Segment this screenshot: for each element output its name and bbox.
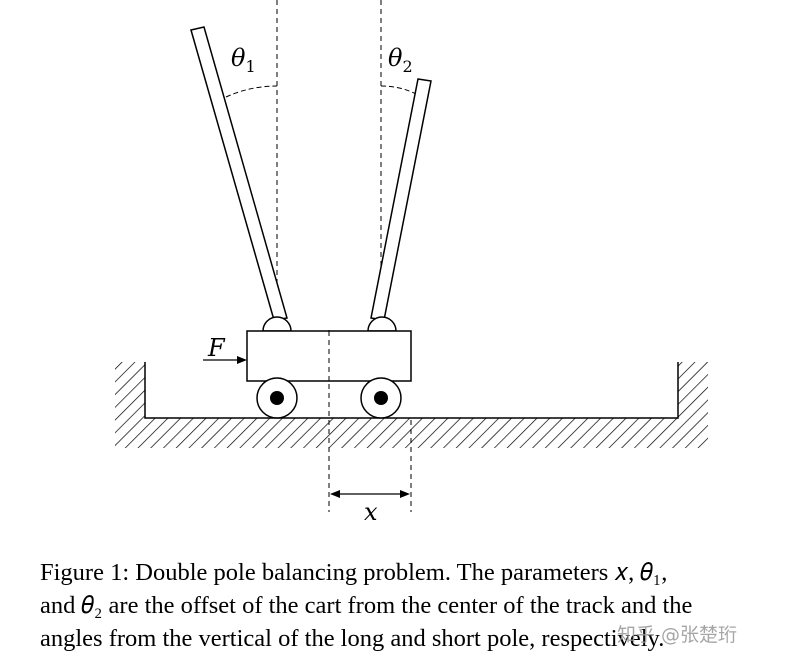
double-pole-diagram: θ1 θ2 F x xyxy=(115,0,708,526)
caption-line-3: angles from the vertical of the long and… xyxy=(40,625,665,652)
pivot-short-pole xyxy=(367,316,397,332)
left-wheel xyxy=(256,377,298,419)
x-offset-arrow xyxy=(330,490,410,498)
watermark: 知乎 @张楚珩 xyxy=(617,624,738,646)
track xyxy=(115,362,708,448)
theta1-arc xyxy=(225,85,278,98)
theta2-label: θ2 xyxy=(388,44,413,76)
pivot-long-pole xyxy=(262,316,292,332)
figure-caption: Figure 1: Double pole balancing problem.… xyxy=(40,556,790,655)
cart-body xyxy=(246,330,412,382)
x-label: x xyxy=(364,498,378,526)
theta1-label: θ1 xyxy=(231,44,256,76)
long-pole xyxy=(190,26,288,321)
track-surface xyxy=(144,362,679,419)
force-label: F xyxy=(207,334,226,362)
force-arrow xyxy=(203,356,247,364)
caption-line-1: Figure 1: Double pole balancing problem.… xyxy=(40,559,668,586)
right-wheel xyxy=(360,377,402,419)
theta2-arc xyxy=(380,85,417,95)
short-pole xyxy=(370,78,432,321)
caption-line-2: and 𝜃₂ are the offset of the cart from t… xyxy=(40,592,693,619)
track-hatching xyxy=(115,362,708,448)
